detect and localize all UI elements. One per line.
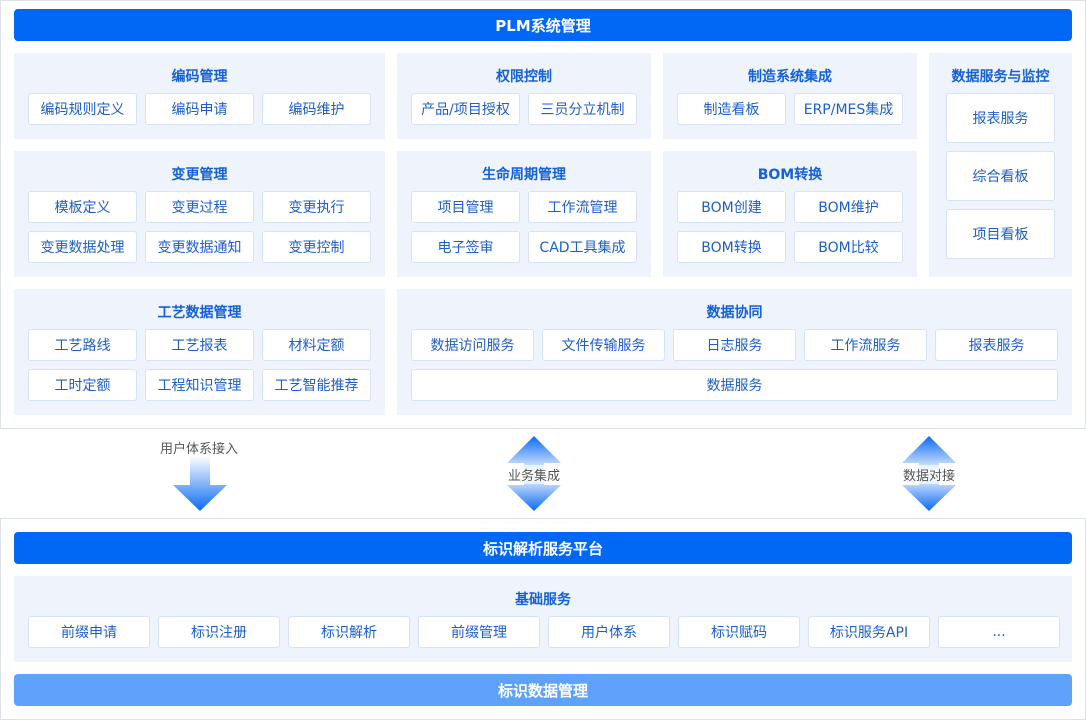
module-button[interactable]: 项目管理 — [411, 191, 520, 223]
section-title: 数据服务与监控 — [951, 69, 1050, 85]
module-button[interactable]: BOM创建 — [677, 191, 786, 223]
arrow-label-business-integration: 业务集成 — [507, 465, 561, 484]
section-title: 权限控制 — [496, 69, 552, 85]
data-management-title: 标识数据管理 — [497, 681, 588, 700]
module-button[interactable]: 电子签审 — [411, 231, 520, 263]
module-button[interactable]: 工作流管理 — [528, 191, 637, 223]
platform-title-bar: 标识解析服务平台 — [14, 532, 1072, 564]
module-button[interactable]: ... — [938, 616, 1060, 648]
module-button[interactable]: CAD工具集成 — [528, 231, 637, 263]
module-button[interactable]: 文件传输服务 — [542, 329, 665, 361]
module-button[interactable]: 标识解析 — [288, 616, 410, 648]
arrow-down-icon — [173, 456, 227, 511]
arrow-updown-icon — [507, 436, 561, 511]
module-button[interactable]: 数据服务 — [411, 369, 1058, 401]
module-button[interactable]: 产品/项目授权 — [411, 93, 520, 125]
module-button[interactable]: 三员分立机制 — [528, 93, 637, 125]
module-button[interactable]: 编码申请 — [145, 93, 254, 125]
module-button[interactable]: 变更数据处理 — [28, 231, 137, 263]
module-button[interactable]: 材料定额 — [262, 329, 371, 361]
module-button[interactable]: 项目看板 — [946, 209, 1055, 259]
data-management-bar: 标识数据管理 — [14, 674, 1072, 706]
arrow-label-user-access: 用户体系接入 — [159, 442, 239, 457]
plm-title: PLM系统管理 — [495, 16, 591, 35]
module-button[interactable]: 工艺报表 — [145, 329, 254, 361]
section-title: 数据协同 — [706, 305, 763, 321]
module-button[interactable]: 用户体系 — [548, 616, 670, 648]
module-button[interactable]: 编码规则定义 — [28, 93, 137, 125]
module-button[interactable]: 标识赋码 — [678, 616, 800, 648]
module-button[interactable]: 工程知识管理 — [145, 369, 254, 401]
module-button[interactable]: 工作流服务 — [804, 329, 927, 361]
module-button[interactable]: 报表服务 — [935, 329, 1058, 361]
plm-title-bar: PLM系统管理 — [14, 9, 1072, 41]
module-button[interactable]: 工时定额 — [28, 369, 137, 401]
module-button[interactable]: BOM比较 — [794, 231, 903, 263]
arrow-updown-icon — [902, 436, 956, 511]
module-button[interactable]: 数据访问服务 — [411, 329, 534, 361]
platform-title: 标识解析服务平台 — [482, 539, 603, 558]
module-button[interactable]: 变更控制 — [262, 231, 371, 263]
section-title: 编码管理 — [171, 69, 228, 85]
section-title: 变更管理 — [171, 167, 228, 183]
module-button[interactable]: 报表服务 — [946, 93, 1055, 143]
section-title: 工艺数据管理 — [157, 305, 242, 321]
module-button[interactable]: 日志服务 — [673, 329, 796, 361]
module-button[interactable]: 变更执行 — [262, 191, 371, 223]
module-button[interactable]: 变更数据通知 — [145, 231, 254, 263]
module-button[interactable]: 综合看板 — [946, 151, 1055, 201]
module-button[interactable]: 工艺智能推荐 — [262, 369, 371, 401]
module-button[interactable]: 前缀申请 — [28, 616, 150, 648]
module-button[interactable]: 标识服务API — [808, 616, 930, 648]
section-title: 生命周期管理 — [482, 167, 566, 183]
module-button[interactable]: BOM转换 — [677, 231, 786, 263]
module-button[interactable]: 变更过程 — [145, 191, 254, 223]
module-button[interactable]: BOM维护 — [794, 191, 903, 223]
module-button[interactable]: 编码维护 — [262, 93, 371, 125]
module-button[interactable]: 工艺路线 — [28, 329, 137, 361]
module-button[interactable]: ERP/MES集成 — [794, 93, 903, 125]
module-button[interactable]: 制造看板 — [677, 93, 786, 125]
section-title: 制造系统集成 — [748, 69, 832, 85]
section-title: BOM转换 — [757, 167, 823, 183]
arrow-label-data-docking: 数据对接 — [902, 465, 956, 484]
module-button[interactable]: 标识注册 — [158, 616, 280, 648]
module-button[interactable]: 模板定义 — [28, 191, 137, 223]
section-title: 基础服务 — [515, 592, 571, 608]
module-button[interactable]: 前缀管理 — [418, 616, 540, 648]
